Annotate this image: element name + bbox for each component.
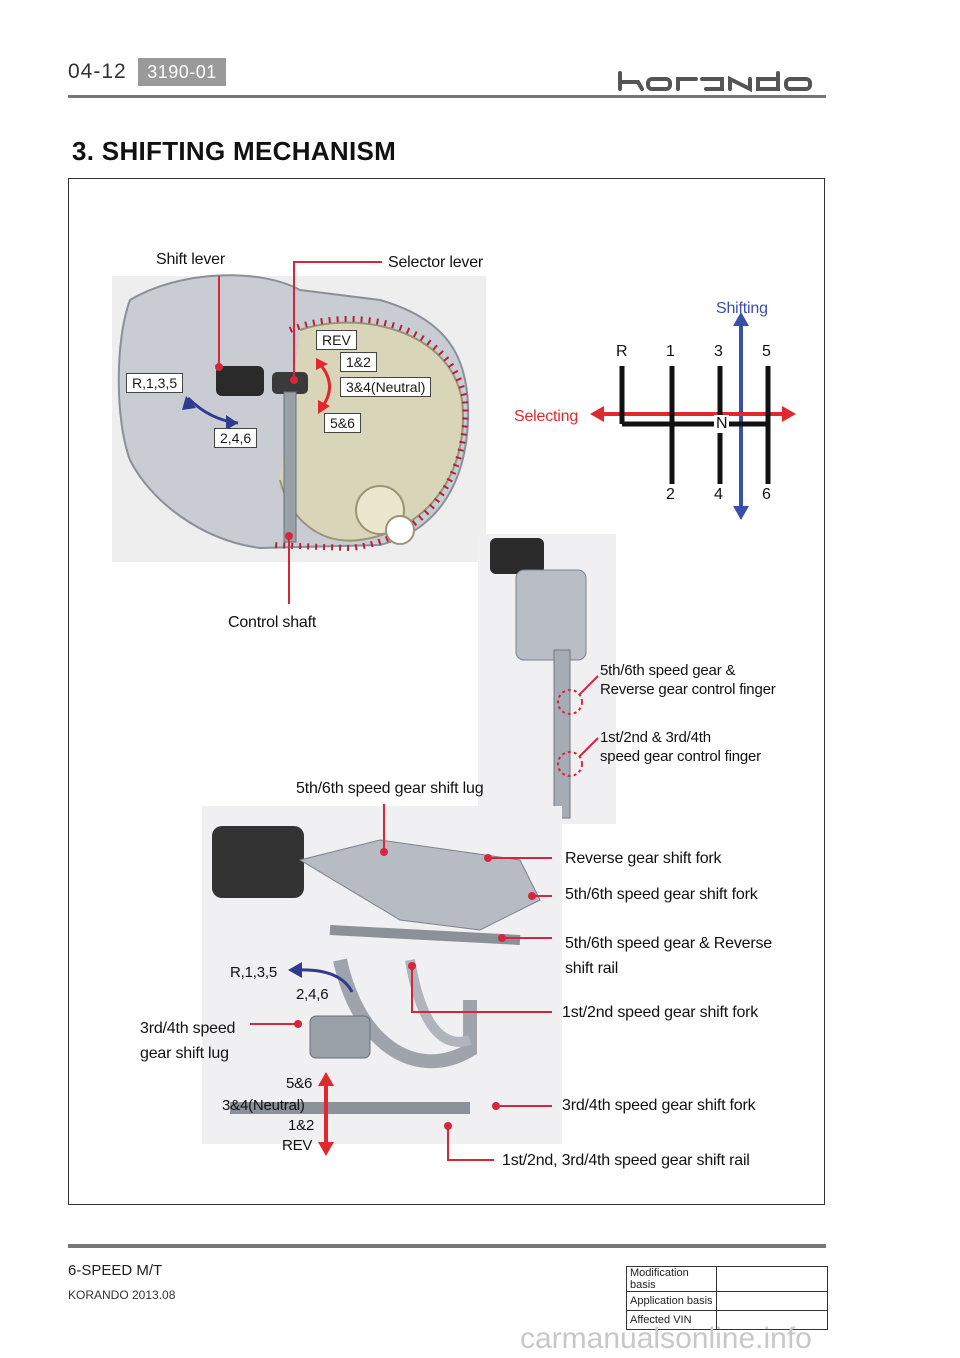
control-shaft-label: Control shaft [228, 614, 317, 631]
table-row: Affected VIN [626, 1310, 828, 1330]
upper-control-finger-label: 5th/6th speed gear &Reverse gear control… [600, 662, 776, 698]
figure-frame [68, 178, 825, 1205]
assembly-tag-rev: REV [282, 1137, 313, 1154]
gate-label-2: 2 [666, 486, 675, 503]
assembly-tag-5-6: 5&6 [286, 1075, 313, 1092]
revision-table: Modification basis Application basis Aff… [626, 1266, 828, 1330]
lug-5-6-label: 5th/6th speed gear shift lug [296, 780, 484, 797]
gate-label-5: 5 [762, 343, 771, 360]
gear-tag-3-4-neutral: 3&4(Neutral) [340, 377, 432, 397]
reverse-fork-label: Reverse gear shift fork [565, 850, 722, 867]
assembly-tag-1-2: 1&2 [288, 1117, 315, 1134]
gate-label-r: R [616, 343, 628, 360]
gate-label-1: 1 [666, 343, 675, 360]
fork-1-2-label: 1st/2nd speed gear shift fork [562, 1004, 759, 1021]
watermark: carmanualsonline.info [520, 1322, 812, 1355]
table-row: Modification basis [626, 1266, 828, 1292]
gear-tag-r135: R,1,3,5 [126, 373, 184, 393]
control-shaft-body [283, 391, 297, 543]
gear-tag-1-2: 1&2 [340, 352, 377, 372]
page-number: 04-12 [68, 60, 127, 83]
shifting-label: Shifting [716, 300, 768, 317]
footer-section: 6-SPEED M/T [68, 1262, 163, 1279]
assembly-tag-3-4-neutral: 3&4(Neutral) [222, 1097, 305, 1114]
gate-label-3: 3 [714, 343, 723, 360]
gear-tag-rev: REV [316, 330, 357, 350]
gear-tag-246: 2,4,6 [214, 428, 258, 448]
assembly-tag-r135: R,1,3,5 [230, 964, 277, 981]
shift-lever-label: Shift lever [156, 251, 225, 268]
selector-lever-body [272, 372, 308, 394]
assembly-tag-246: 2,4,6 [296, 986, 329, 1003]
footer-model: KORANDO 2013.08 [68, 1288, 176, 1302]
gate-label-4: 4 [714, 486, 723, 503]
rail-1234-label: 1st/2nd, 3rd/4th speed gear shift rail [502, 1152, 750, 1169]
header-rule [68, 95, 826, 98]
gate-label-6: 6 [762, 486, 771, 503]
table-row: Application basis [626, 1291, 828, 1311]
section-code-badge: 3190-01 [138, 58, 226, 86]
fork-5-6-label: 5th/6th speed gear shift fork [565, 886, 758, 903]
gate-label-neutral: N [714, 415, 730, 433]
selector-lever-label: Selector lever [388, 254, 484, 271]
shift-lever-body [216, 366, 264, 396]
shift-pattern [590, 312, 796, 520]
selecting-label: Selecting [514, 408, 579, 425]
footer-rule [68, 1244, 826, 1248]
korando-logo [618, 71, 812, 92]
gear-tag-5-6: 5&6 [324, 413, 361, 433]
fork-3-4-label: 3rd/4th speed gear shift fork [562, 1097, 756, 1114]
page-title: 3. SHIFTING MECHANISM [72, 136, 397, 166]
